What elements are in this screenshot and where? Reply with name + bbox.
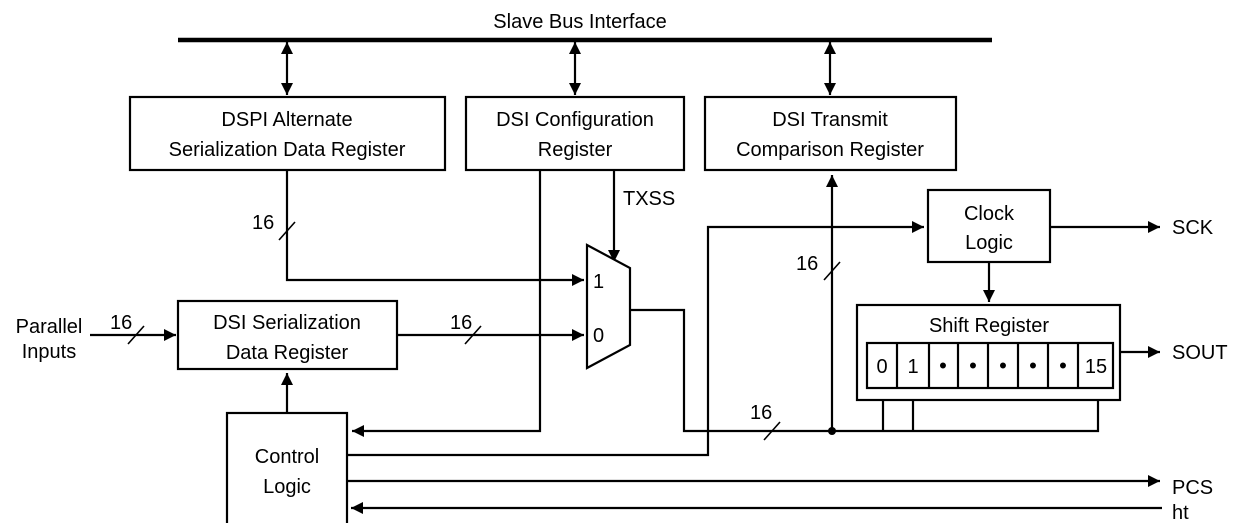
config-register-line1: DSI Configuration bbox=[496, 109, 654, 131]
alt-width-label: 16 bbox=[252, 212, 274, 234]
shift-cell: 0 bbox=[876, 356, 887, 378]
config-register-line2: Register bbox=[538, 139, 613, 161]
pcs-label: PCS bbox=[1172, 477, 1213, 499]
mux-input-1: 1 bbox=[593, 271, 604, 293]
bottom-width-label: 16 bbox=[750, 402, 772, 424]
alternate-serialization-register bbox=[128, 95, 447, 172]
bottom-width-slash bbox=[763, 421, 781, 441]
shift-cell: 1 bbox=[907, 356, 918, 378]
control-logic bbox=[225, 411, 349, 523]
config-to-control-line bbox=[352, 170, 542, 437]
mux-input-0: 0 bbox=[593, 325, 604, 347]
shift-register-cells: 0 1 • • • • • 15 bbox=[865, 341, 1115, 390]
txss-label: TXSS bbox=[623, 188, 675, 210]
bus-label: Slave Bus Interface bbox=[493, 11, 666, 33]
parallel-width-slash bbox=[127, 325, 145, 345]
serial-width-label: 16 bbox=[450, 312, 472, 334]
tcr-width-slash bbox=[823, 261, 841, 281]
alt-to-mux-line bbox=[285, 170, 584, 286]
alt-register-line1: DSPI Alternate bbox=[221, 109, 352, 131]
sout-label: SOUT bbox=[1172, 342, 1228, 364]
shift-cell: • bbox=[939, 353, 947, 378]
transmit-register-line2: Comparison Register bbox=[736, 139, 924, 161]
clock-logic-line1: Clock bbox=[964, 203, 1015, 225]
configuration-register bbox=[464, 95, 686, 172]
serial-width-slash bbox=[464, 325, 482, 345]
parallel-label-line1: Parallel bbox=[16, 316, 83, 338]
alt-register-line2: Serialization Data Register bbox=[169, 139, 406, 161]
mux-output-line bbox=[630, 308, 1100, 433]
shift-register-label: Shift Register bbox=[929, 315, 1049, 337]
transmit-register-line1: DSI Transmit bbox=[772, 109, 888, 131]
serialization-data-register bbox=[176, 299, 399, 371]
clock-logic-line2: Logic bbox=[965, 232, 1013, 254]
shift-cell: 15 bbox=[1085, 356, 1107, 378]
shift-cell: • bbox=[1029, 353, 1037, 378]
shift-cell: • bbox=[999, 353, 1007, 378]
control-logic-line2: Logic bbox=[263, 476, 311, 498]
parallel-width-label: 16 bbox=[110, 312, 132, 334]
serial-register-line1: DSI Serialization bbox=[213, 312, 361, 334]
shift-cell: • bbox=[1059, 353, 1067, 378]
serial-register-line2: Data Register bbox=[226, 342, 349, 364]
control-to-clock-line bbox=[347, 221, 924, 457]
shift-cell: • bbox=[969, 353, 977, 378]
sck-label: SCK bbox=[1172, 217, 1214, 239]
control-logic-line1: Control bbox=[255, 446, 319, 468]
transmit-comparison-register bbox=[703, 95, 958, 172]
multiplexer bbox=[585, 243, 632, 370]
cells-outline bbox=[865, 341, 1115, 390]
ht-label: ht bbox=[1172, 502, 1189, 523]
clock-logic bbox=[926, 188, 1052, 264]
parallel-label-line2: Inputs bbox=[22, 341, 76, 363]
alt-width-slash bbox=[278, 221, 296, 241]
tcr-width-label: 16 bbox=[796, 253, 818, 275]
